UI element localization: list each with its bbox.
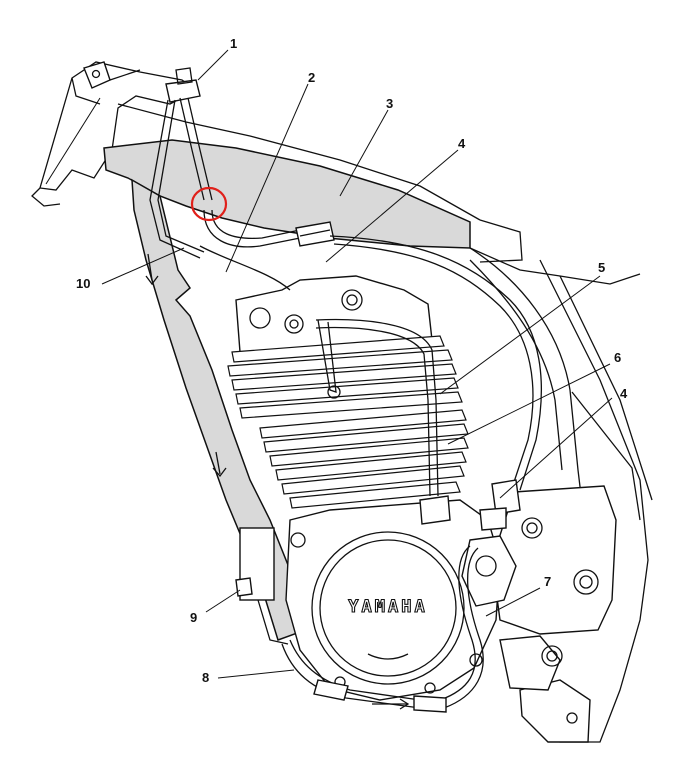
oil-hoses	[149, 67, 542, 713]
callout-9: 9	[190, 610, 197, 625]
callout-4-bottom: 4	[620, 386, 628, 401]
callout-7: 7	[544, 574, 551, 589]
highlight-circle	[190, 186, 228, 222]
callout-3: 3	[386, 96, 393, 111]
callout-labels: 1 2 3 4 5 6 4 7 8 9 10	[76, 36, 628, 685]
brand-wordmark: YAMAHA	[348, 597, 427, 617]
callout-10: 10	[76, 276, 90, 291]
callout-1: 1	[230, 36, 237, 51]
frame-downtube	[131, 178, 301, 645]
engine-cylinder	[227, 275, 469, 509]
callout-8: 8	[202, 670, 209, 685]
callout-leaders	[101, 49, 613, 679]
frame-oil-tank	[103, 103, 641, 285]
engine-crankcase: YAMAHA	[285, 499, 563, 701]
callout-2: 2	[308, 70, 315, 85]
callout-5: 5	[598, 260, 605, 275]
rear-subframe	[31, 61, 198, 207]
callout-4-top: 4	[458, 136, 466, 151]
callout-6: 6	[614, 350, 621, 365]
